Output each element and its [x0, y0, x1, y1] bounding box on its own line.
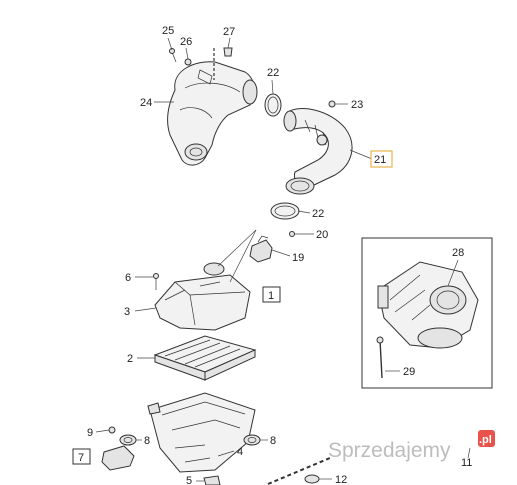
callout-3: 3 — [124, 306, 130, 318]
grommet-part-8-left — [119, 434, 137, 446]
callout-frame-7 — [72, 448, 91, 465]
intake-duct-part-24 — [167, 61, 258, 166]
screw-part-6 — [153, 273, 159, 290]
watermark-text: Sprzedajemy — [328, 439, 451, 462]
screw-part-23 — [328, 100, 336, 108]
callout-27: 27 — [223, 26, 235, 38]
clip-part-27 — [213, 47, 233, 80]
callout-frame-21 — [370, 150, 393, 168]
filter-housing-part-4 — [147, 392, 256, 473]
watermark-suffix: .pl — [479, 434, 492, 446]
grommet-part-8-right — [243, 434, 261, 446]
washer-part-26 — [184, 58, 192, 66]
sensor-part-19 — [249, 235, 273, 263]
callout-21: 21 — [374, 154, 386, 166]
nut-part-9 — [108, 426, 116, 434]
air-hose-part-21 — [283, 108, 353, 195]
watermark: Sprzedajemy .pl — [328, 430, 495, 462]
callout-24: 24 — [140, 97, 152, 109]
bolt-part-5 — [203, 475, 221, 485]
callout-25: 25 — [162, 25, 174, 37]
callout-22-lower: 22 — [312, 208, 324, 220]
callout-frame-1 — [262, 286, 281, 303]
callout-29: 29 — [403, 366, 415, 378]
callout-11: 11 — [461, 457, 472, 469]
callout-4: 4 — [237, 446, 243, 458]
seal-part-12 — [304, 474, 320, 484]
callout-8-left: 8 — [144, 435, 150, 447]
callout-26: 26 — [180, 36, 192, 48]
filter-element-part-2 — [153, 335, 257, 381]
watermark-badge — [478, 430, 495, 447]
callout-12: 12 — [335, 474, 347, 485]
filter-cover-part-3 — [154, 262, 251, 331]
screw-part-20 — [289, 231, 295, 237]
callout-23: 23 — [351, 99, 363, 111]
leader-lines — [95, 37, 471, 482]
callout-20: 20 — [316, 229, 328, 241]
bracket-part-7 — [101, 445, 135, 471]
callout-9: 9 — [87, 427, 93, 439]
callout-1: 1 — [268, 290, 274, 302]
callout-2: 2 — [127, 353, 133, 365]
hose-part-11 — [267, 457, 331, 485]
callout-6: 6 — [125, 272, 131, 284]
callout-labels: 25 26 27 24 22 23 21 22 20 19 6 1 3 2 9 … — [78, 25, 472, 485]
callout-7: 7 — [78, 452, 84, 464]
callout-22-upper: 22 — [267, 67, 279, 79]
callout-28: 28 — [452, 247, 464, 259]
seal-ring-part-22-lower — [270, 202, 300, 220]
bolt-part-25 — [169, 48, 177, 63]
callout-8-right: 8 — [270, 435, 276, 447]
seal-ring-part-22-upper — [264, 93, 282, 117]
inset-detail-box — [361, 237, 493, 389]
callout-5: 5 — [186, 475, 192, 485]
callout-19: 19 — [292, 252, 304, 264]
